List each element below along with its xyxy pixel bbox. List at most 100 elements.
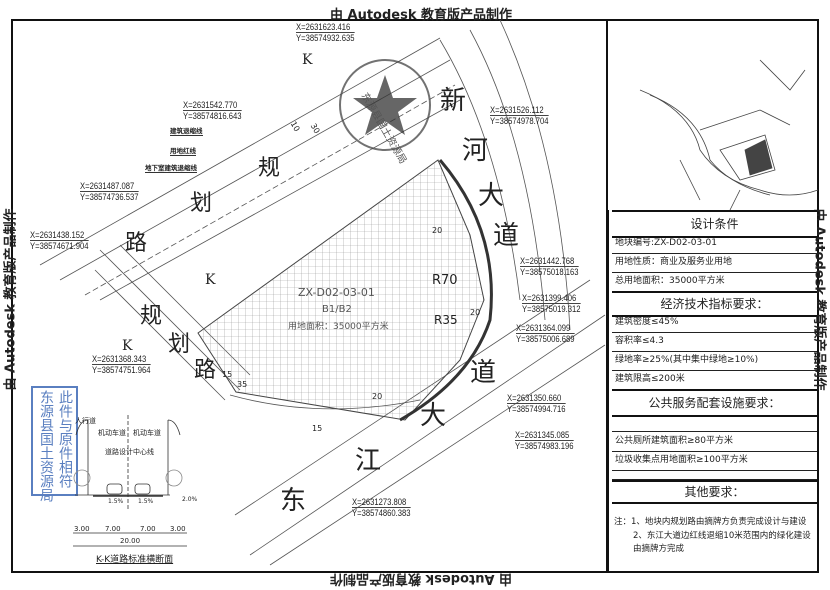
parcel-code: ZX-D02-03-01 xyxy=(298,286,375,299)
dimension: 15 xyxy=(312,424,323,433)
design-conditions-panel: 设计条件 地块编号:ZX-D02-03-01 用地性质：商业及服务业用地 总用地… xyxy=(607,210,820,572)
section-mark: K xyxy=(302,52,313,68)
road-label: 东 xyxy=(280,486,307,516)
coord-y: Y=38574978.704 xyxy=(490,116,549,126)
watermark-bottom: 由 Autodesk 教育版产品制作 xyxy=(330,571,513,586)
watermark-left: 由 Autodesk 教育版产品制作 xyxy=(3,208,19,391)
round-stamp xyxy=(339,59,431,151)
width-dim: 7.00 xyxy=(105,525,121,533)
coord-x: X=2631399.406 xyxy=(522,293,581,304)
coord-x: X=2631442.768 xyxy=(520,256,579,267)
public-title: 公共服务配套设施要求： xyxy=(612,389,817,417)
coord-y: Y=38574983.196 xyxy=(515,441,574,451)
height-limit: 建筑限高≤200米 xyxy=(612,370,817,390)
road-label: 道 xyxy=(493,221,520,251)
road-label: 大 xyxy=(478,181,505,211)
road-label: 规 xyxy=(140,304,163,329)
coord-y: Y=38575006.689 xyxy=(516,334,575,344)
coord-x: X=2631526.112 xyxy=(490,105,549,116)
empty-row xyxy=(612,413,817,432)
road-label: 划 xyxy=(168,332,191,357)
legend-land-red-line: 用地红线 xyxy=(170,147,196,156)
coord-x: X=2631542.770 xyxy=(183,100,242,111)
total-area: 总用地面积：35000平方米 xyxy=(612,272,817,292)
land-use: 用地性质：商业及服务业用地 xyxy=(612,253,817,273)
slope-side: 2.0% xyxy=(182,496,198,503)
dimension: 20 xyxy=(372,392,383,401)
blue-stamp xyxy=(31,386,78,496)
coord-x: X=2631350.660 xyxy=(507,393,566,404)
road-label: 江 xyxy=(355,446,382,476)
coord-y: Y=38574816.643 xyxy=(183,111,242,121)
coord-y: Y=38575018.163 xyxy=(520,267,579,277)
road-label: 路 xyxy=(194,358,217,383)
coord-y: Y=38574671.904 xyxy=(30,241,89,251)
empty-row xyxy=(612,470,817,480)
section-lane-right: 机动车道 xyxy=(133,429,161,437)
section-sidewalk: 人行道 xyxy=(75,417,96,425)
parcel-hatched xyxy=(197,159,485,421)
coord-x: X=2631364.099 xyxy=(516,323,575,334)
dimension: 20 xyxy=(470,308,481,317)
section-mark: K xyxy=(122,338,133,354)
road-label: 大 xyxy=(420,401,447,431)
section-centerline: 道路设计中心线 xyxy=(105,448,154,456)
width-total: 20.00 xyxy=(120,537,141,545)
cross-section-drawing xyxy=(73,415,187,547)
dimension: R70 xyxy=(432,273,458,288)
coord-x: X=2631273.808 xyxy=(352,497,411,508)
coord-x: X=2631368.343 xyxy=(92,354,151,365)
block-no: 地块编号:ZX-D02-03-01 xyxy=(612,234,817,254)
far: 容积率≤4.3 xyxy=(612,332,817,352)
coord-x: X=2631438.152 xyxy=(30,230,89,241)
width-dim: 3.00 xyxy=(170,525,186,533)
section-lane-left: 机动车道 xyxy=(98,429,126,437)
green-ratio: 绿地率≥25%(其中集中绿地≥10%) xyxy=(612,351,817,371)
location-map xyxy=(639,59,819,211)
other-title: 其他要求： xyxy=(612,480,817,504)
coord-y: Y=38574994.716 xyxy=(507,404,566,414)
slope-right: 1.5% xyxy=(138,498,154,505)
parcel-type: B1/B2 xyxy=(322,304,352,315)
coord-x: X=2631623.416 xyxy=(296,22,355,33)
garbage-area: 垃圾收集点用地面积≥100平方米 xyxy=(612,451,817,471)
width-dim: 7.00 xyxy=(140,525,156,533)
note-2: 2、东江大道边红线退缩10米范围内的绿化建设由摘牌方完成 xyxy=(633,531,811,554)
road-label: 新 xyxy=(440,86,467,116)
blue-stamp-line1: 此件与原件相符 xyxy=(57,390,73,488)
watermark-top: 由 Autodesk 教育版产品制作 xyxy=(330,8,513,23)
section-mark: K xyxy=(205,272,216,288)
density: 建筑密度≤45% xyxy=(612,313,817,333)
coord-y: Y=38574860.383 xyxy=(352,508,411,518)
xinhe-road xyxy=(439,19,571,331)
econ-title: 经济技术指标要求： xyxy=(612,291,817,317)
road-label: 道 xyxy=(470,358,497,388)
section-title: K-K道路标准横断面 xyxy=(96,555,174,565)
coord-x: X=2631487.087 xyxy=(80,181,139,192)
coord-y: Y=38574932.635 xyxy=(296,33,355,43)
parcel-area: 用地面积：35000平方米 xyxy=(288,322,389,332)
coord-x: X=2631345.085 xyxy=(515,430,574,441)
dimension: R35 xyxy=(434,313,458,327)
width-dim: 3.00 xyxy=(74,525,90,533)
coord-y: Y=38575019.312 xyxy=(522,304,581,314)
blue-stamp-line2: 东源县国土资源局 xyxy=(38,390,54,502)
road-label: 规 xyxy=(258,156,281,181)
dimension: 20 xyxy=(432,226,443,235)
road-label: 划 xyxy=(190,191,213,216)
dimension: 35 xyxy=(237,380,248,389)
note-1: 注：1、地块内规划路由摘牌方负责完成设计与建设 xyxy=(614,517,807,527)
coord-y: Y=38574751.964 xyxy=(92,365,151,375)
coord-y: Y=38574736.537 xyxy=(80,192,139,202)
dimension: 15 xyxy=(222,370,233,379)
legend-underground-setback: 地下室建筑退缩线 xyxy=(145,164,197,173)
